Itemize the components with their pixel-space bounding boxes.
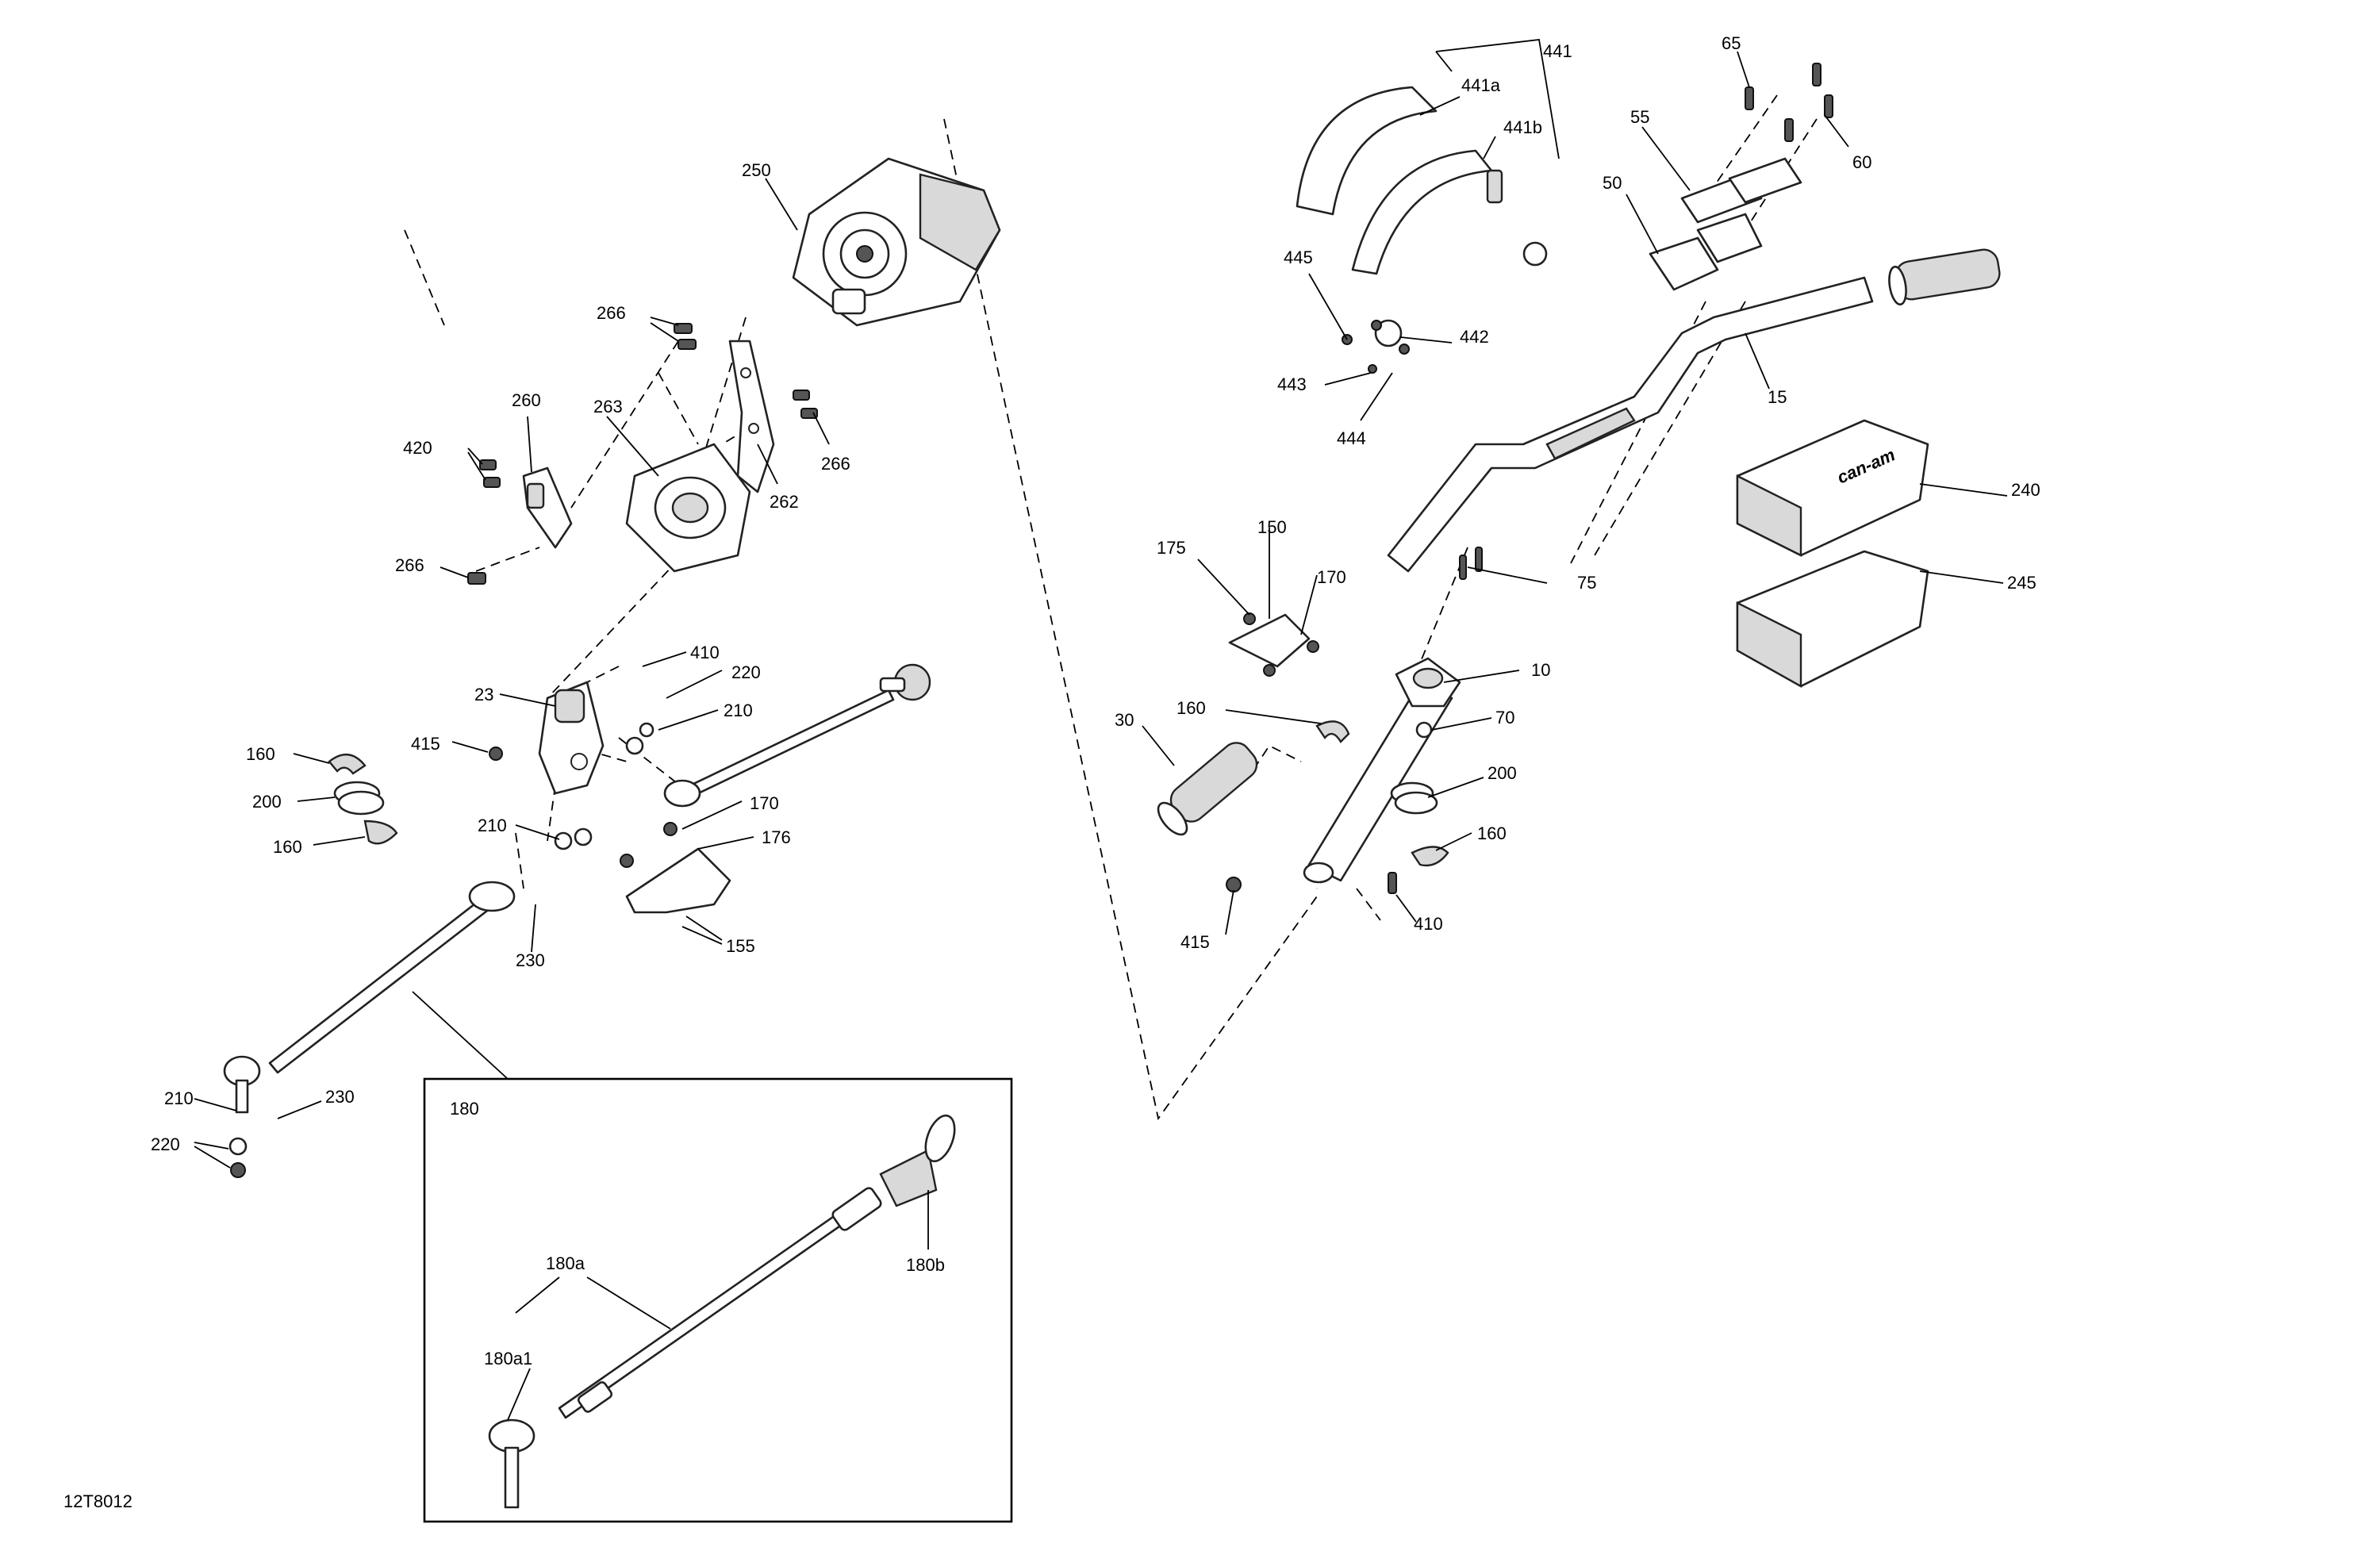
bracket-260 xyxy=(522,466,573,549)
label-250: 250 xyxy=(742,160,771,180)
labels-inset: 180 180a 180a1 180b xyxy=(450,1099,945,1368)
label-50: 50 xyxy=(1603,173,1622,193)
handlebar-clamps-50-55 xyxy=(1649,157,1802,291)
label-441b: 441b xyxy=(1503,117,1542,137)
hardware-right-small xyxy=(1226,547,1483,894)
label-266-left: 266 xyxy=(395,555,424,575)
tie-rod-upper xyxy=(663,663,931,808)
label-70: 70 xyxy=(1495,708,1514,727)
washers-nuts-left xyxy=(228,722,654,1178)
grip-right xyxy=(1888,248,2001,306)
label-230-lower: 230 xyxy=(325,1087,355,1107)
label-170-left: 170 xyxy=(750,793,779,813)
leader-lines xyxy=(194,39,2008,1169)
label-415-right: 415 xyxy=(1180,932,1210,952)
label-441: 441 xyxy=(1543,41,1572,61)
label-415-left: 415 xyxy=(411,734,440,754)
label-442: 442 xyxy=(1460,327,1489,347)
grip-30 xyxy=(1157,742,1258,836)
label-444: 444 xyxy=(1337,428,1366,448)
label-180a: 180a xyxy=(546,1253,585,1273)
mounting-bracket-262 xyxy=(728,340,775,493)
grip-cover-240: can-am xyxy=(1736,419,1929,557)
steering-motor-250 xyxy=(792,157,1001,327)
label-260: 260 xyxy=(512,390,541,410)
tie-rod-lower xyxy=(223,881,516,1114)
inset-title: 180 xyxy=(450,1099,479,1119)
label-220-upper: 220 xyxy=(731,662,761,682)
inset-180 xyxy=(423,1077,1013,1523)
hand-guard-441a xyxy=(1296,86,1438,216)
pitman-arm-23 xyxy=(538,681,605,795)
label-445: 445 xyxy=(1284,248,1313,267)
labels-left: 250 266 266 263 260 420 262 266 410 220 … xyxy=(151,160,850,1154)
label-245: 245 xyxy=(2007,573,2036,593)
assembly-lines xyxy=(404,94,1818,1121)
label-410-left: 410 xyxy=(690,643,720,662)
label-170-right: 170 xyxy=(1317,567,1346,587)
bolts-60-65 xyxy=(1745,63,1833,142)
label-180b: 180b xyxy=(906,1255,945,1275)
label-230-upper: 230 xyxy=(516,950,545,970)
label-200-right: 200 xyxy=(1488,763,1517,783)
steering-column-10 xyxy=(1303,657,1461,884)
label-263: 263 xyxy=(593,397,623,416)
label-262: 262 xyxy=(770,492,799,512)
bolts-266-420 xyxy=(467,323,818,585)
label-175: 175 xyxy=(1157,538,1186,558)
mounting-plate-263 xyxy=(625,443,751,573)
diagram-code: 12T8012 xyxy=(63,1491,132,1511)
label-210-mid: 210 xyxy=(478,816,507,835)
clamp-175 xyxy=(1228,612,1319,677)
label-10: 10 xyxy=(1531,660,1550,680)
labels-right: 441 441a 441b 65 55 50 60 15 445 442 443… xyxy=(1115,33,2040,952)
label-155: 155 xyxy=(726,936,755,956)
label-55: 55 xyxy=(1630,107,1649,127)
label-160-left-bottom: 160 xyxy=(273,837,302,857)
inset-tie-rod xyxy=(488,1114,956,1509)
handlebar-15 xyxy=(1387,276,1874,573)
label-15: 15 xyxy=(1768,387,1787,407)
label-441a: 441a xyxy=(1461,75,1501,95)
label-410-right: 410 xyxy=(1414,914,1443,934)
label-266-right: 266 xyxy=(821,454,850,474)
label-443: 443 xyxy=(1277,374,1307,394)
label-220-lower: 220 xyxy=(151,1134,180,1154)
label-30: 30 xyxy=(1115,710,1134,730)
label-180a1: 180a1 xyxy=(484,1349,532,1368)
label-65: 65 xyxy=(1722,33,1741,53)
hand-guard-441b xyxy=(1351,149,1503,275)
label-240: 240 xyxy=(2011,480,2040,500)
label-150: 150 xyxy=(1257,517,1287,537)
label-23: 23 xyxy=(474,685,493,704)
label-75: 75 xyxy=(1577,573,1596,593)
clamps-160-200-left xyxy=(328,754,398,845)
label-160-right-top: 160 xyxy=(1177,698,1206,718)
label-420: 420 xyxy=(403,438,432,458)
grip-cover-245 xyxy=(1736,550,1929,689)
clamp-176 xyxy=(620,822,731,914)
clamps-160-200-right xyxy=(1315,720,1449,867)
label-176: 176 xyxy=(762,827,791,847)
label-200-left: 200 xyxy=(252,792,282,812)
label-266-top: 266 xyxy=(597,303,626,323)
label-210-lower: 210 xyxy=(164,1088,194,1108)
label-60: 60 xyxy=(1852,152,1871,172)
label-210-upper: 210 xyxy=(724,700,753,720)
label-160-right-bottom: 160 xyxy=(1477,823,1507,843)
label-160-left-top: 160 xyxy=(246,744,275,764)
